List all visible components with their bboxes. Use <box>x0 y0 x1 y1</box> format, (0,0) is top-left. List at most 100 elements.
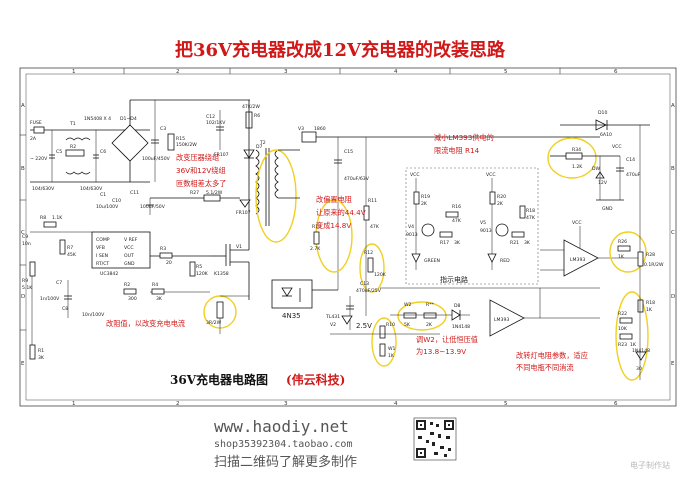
bridge-label: 1N5408 X 4 <box>84 116 111 122</box>
bulk-cap-section: C3 100uF/450V C1 R15 150K/2W <box>100 100 197 198</box>
output-rectifier: V3 1860 C15 470uF/63V <box>298 126 600 290</box>
qr-code-icon <box>413 417 457 461</box>
c13-label: C13 <box>360 281 369 287</box>
t2-label: T2 <box>259 140 266 146</box>
ic-pin-vref: V REF <box>124 237 138 243</box>
r34-value: 1.2K <box>572 164 583 170</box>
watermark: 电子制作站 <box>630 460 670 470</box>
ac-input-section: FUSE 2A ~ 220V C5 104/630V T1 R2 C6 104/… <box>30 120 150 192</box>
lm393a-label: LM393 <box>570 257 585 263</box>
frame-col-6: 6 <box>614 69 618 75</box>
frame-col-2: 2 <box>176 69 180 75</box>
r4-label: R4 <box>152 282 158 288</box>
frame-row-c-right: C <box>671 230 675 236</box>
c11-value: 100uF/50V <box>140 204 166 210</box>
r3-value: 20 <box>166 260 172 266</box>
annotation-w2-line1: 调W2，让低恒压值 <box>416 335 478 344</box>
green-led <box>411 253 421 263</box>
bridge-rectifier: 1N5408 X 4 D1~D4 <box>84 99 250 182</box>
indicator-vcc-right: VCC <box>486 172 496 178</box>
page-title: 把36V充电器改成12V充电器的改装思路 <box>175 39 506 61</box>
d9-label: 1N4148 <box>632 348 650 354</box>
frame-row-c: C <box>21 230 25 236</box>
dw-value: 12V <box>598 180 608 186</box>
c8-value: 10n/100V <box>82 312 105 318</box>
c9-value: 10n <box>22 241 31 247</box>
r2b-value: 300 <box>128 296 137 302</box>
w2-section: W2 5K R** 2K D8 1N4148 <box>390 301 470 331</box>
r15-resistor <box>167 133 175 151</box>
frame-col-5-bottom: 5 <box>504 401 508 407</box>
ac-input-label: ~ 220V <box>30 156 48 162</box>
fr107-label: FR107 <box>214 152 229 158</box>
r28-label: R28 <box>646 252 655 258</box>
r20-value: 2K <box>497 201 504 207</box>
r18-value: 1K <box>646 307 653 313</box>
site-url[interactable]: www.haodiy.net <box>214 417 349 436</box>
c5-value: 104/630V <box>32 186 55 192</box>
annotation-lm393-line2: 限流电阻 R14 <box>434 146 480 155</box>
frame-row-a-right: A <box>671 103 675 109</box>
frame-col-1: 1 <box>72 69 76 75</box>
uc3842-controller: COMP VFB I SEN RT/CT V REF VCC OUT GND U… <box>22 215 210 361</box>
lm393-comparators: LM393 LM393 VCC <box>489 220 640 337</box>
w1-highlight <box>371 317 397 367</box>
r26-label: R26 <box>618 239 627 245</box>
d8-value: 1N4148 <box>452 324 470 330</box>
v5-value: 9013 <box>480 228 492 234</box>
frame-col-5: 5 <box>504 69 508 75</box>
v4-value: 9013 <box>406 232 418 238</box>
d10-value: 6A10 <box>600 132 612 138</box>
r7-value: 45K <box>67 252 77 258</box>
r20-label: R20 <box>497 194 506 200</box>
frame-row-e-right: E <box>671 361 675 367</box>
c13-value: 470uF/25V <box>356 288 382 294</box>
r13-value: 2.7K <box>310 246 321 252</box>
w2-label: W2 <box>404 302 412 308</box>
c15-label: C15 <box>344 149 353 155</box>
d10-label: D10 <box>598 110 607 116</box>
frame-row-d-right: D <box>671 294 675 300</box>
annotation-current: 改阻值，以改变充电电流 <box>106 319 185 328</box>
annotation-bias-line2: 让原来的44.4V <box>316 208 366 217</box>
annotation-w2: 调W2，让低恒压值 为13.8~13.9V <box>416 335 478 356</box>
shop-url[interactable]: shop35392304.taobao.com <box>214 439 352 450</box>
r27-value: 5.1/2W <box>206 190 223 196</box>
green-led-label: GREEN <box>424 258 440 264</box>
r34-label: R34 <box>572 147 581 153</box>
annotation-transformer-line1: 改变压器绕组 <box>176 153 219 162</box>
indicator-label: 指示电路 <box>440 275 468 284</box>
c15-value: 470uF/63V <box>344 176 370 182</box>
r13-label: R13 <box>312 224 321 230</box>
frame-row-b-right: B <box>671 166 675 172</box>
annotation-lm393: 减小LM393供电的 限流电阻 R14 <box>434 133 494 155</box>
annotation-transformer-line3: 匝数相差太多了 <box>176 179 226 188</box>
r18-label: R18 <box>646 300 655 306</box>
annotation-lamp-line1: 改转灯电阻参数，适应 <box>516 351 588 360</box>
opto-label: 4N35 <box>282 312 301 320</box>
r28-value: 0.1R/2W <box>644 262 664 268</box>
c1-label: C1 <box>100 192 106 198</box>
r27-label: R27 <box>190 190 199 196</box>
c6-value: 104/630V <box>80 186 103 192</box>
r2-label: R2 <box>70 144 76 150</box>
r5-label: R5 <box>196 264 202 270</box>
w2-highlight <box>397 301 447 331</box>
r10-label: R10 <box>386 322 395 328</box>
r16-value: 47K <box>452 218 462 224</box>
r17-value: 3K <box>454 240 461 246</box>
r21-value: 3K <box>524 240 531 246</box>
c10-label: C10 <box>112 198 121 204</box>
c8-label: C8 <box>62 306 68 312</box>
ic-label: UC3842 <box>100 271 118 277</box>
lm393-vcc-label: VCC <box>572 220 582 226</box>
annotation-transformer: 改变压器绕组 36V和12V绕组 匝数相差太多了 <box>176 153 226 188</box>
ic-pin-vfb: VFB <box>96 245 105 251</box>
r2b-label: R2 <box>124 282 130 288</box>
v1-label: V1 <box>236 244 242 250</box>
drawing-frame: 1 2 3 4 5 6 1 2 3 4 5 6 A B C D E A B C … <box>19 67 677 407</box>
ic-pin-vcc: VCC <box>124 245 134 251</box>
r1-value: 3K <box>38 355 45 361</box>
